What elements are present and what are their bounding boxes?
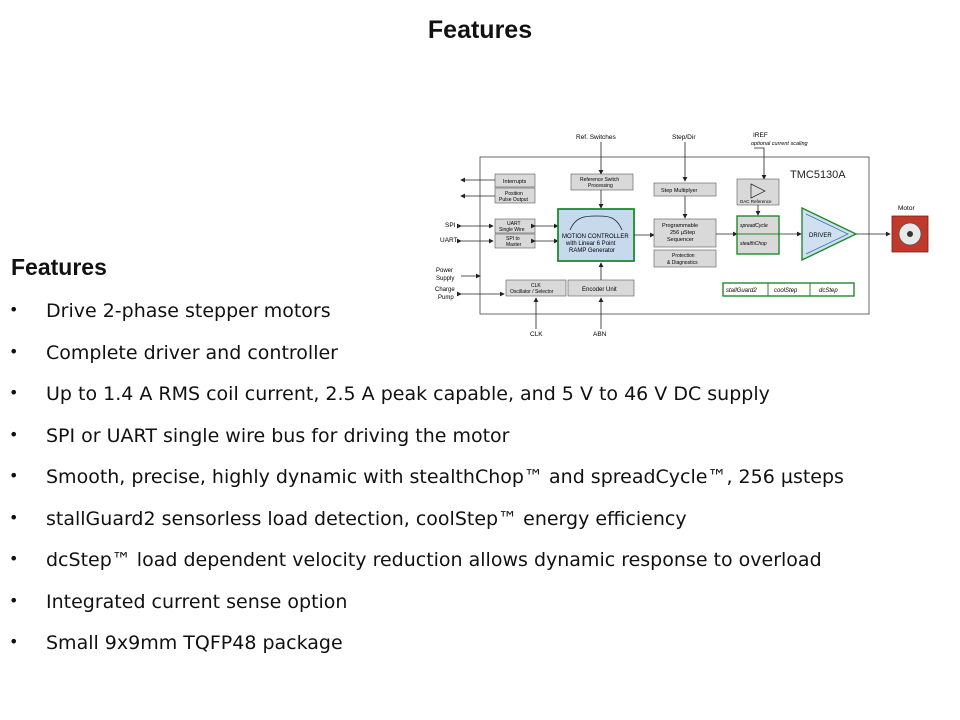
- svg-text:Reference Switch: Reference Switch: [580, 177, 619, 183]
- svg-text:256 µStep: 256 µStep: [670, 230, 695, 236]
- svg-text:UART: UART: [507, 221, 521, 227]
- svg-text:RAMP Generator: RAMP Generator: [569, 248, 615, 254]
- svg-text:Pulse Output: Pulse Output: [499, 197, 529, 203]
- svg-text:Interrupts: Interrupts: [503, 179, 526, 185]
- svg-text:stealthChop: stealthChop: [740, 241, 767, 247]
- svg-text:SPI to: SPI to: [506, 236, 520, 242]
- step-dir-label: Step/Dir: [672, 134, 696, 141]
- svg-text:Position: Position: [505, 191, 523, 197]
- svg-text:Programmable: Programmable: [662, 223, 698, 229]
- section-heading: Features: [11, 254, 107, 280]
- svg-text:Protection: Protection: [672, 253, 695, 259]
- motion-controller-block: [557, 208, 635, 262]
- bullet-icon: •: [9, 425, 19, 444]
- svg-text:& Diagnostics: & Diagnostics: [667, 260, 698, 266]
- svg-text:Oscillator / Selector: Oscillator / Selector: [510, 289, 554, 295]
- svg-text:Master: Master: [506, 242, 522, 248]
- bullet-icon: •: [9, 383, 19, 402]
- bullet-icon: •: [9, 466, 19, 485]
- clk-oscillator-block: [505, 279, 567, 297]
- reference-switch-block: [570, 173, 634, 191]
- svg-text:spreadCycle: spreadCycle: [740, 223, 768, 229]
- clk-label: CLK: [530, 331, 543, 338]
- bullet-icon: •: [9, 300, 19, 319]
- ref-switches-label: Ref. Switches: [576, 134, 616, 141]
- bullet-icon: •: [9, 508, 19, 527]
- svg-text:Pump: Pump: [438, 295, 454, 301]
- svg-text:Sequencer: Sequencer: [667, 237, 694, 243]
- bullet-icon: •: [9, 632, 19, 651]
- svg-text:Processing: Processing: [588, 183, 613, 189]
- chopper-block: [736, 215, 780, 255]
- bullet-icon: •: [9, 549, 19, 568]
- bullet-icon: •: [9, 591, 19, 610]
- sequencer-block: [653, 218, 717, 248]
- svg-text:Charge: Charge: [435, 287, 455, 293]
- protection-block: [653, 249, 717, 268]
- uart-label: UART: [440, 237, 458, 244]
- iref-note: optional current scaling: [751, 141, 809, 147]
- slide-title: Features: [427, 16, 533, 44]
- svg-text:DRIVER: DRIVER: [809, 233, 832, 239]
- svg-text:MOTION CONTROLLER: MOTION CONTROLLER: [562, 234, 629, 240]
- iref-label: IREF: [753, 132, 768, 139]
- spi-label: SPI: [445, 222, 456, 229]
- svg-text:Supply: Supply: [436, 276, 454, 282]
- svg-text:dcStep: dcStep: [819, 288, 838, 294]
- abn-label: ABN: [593, 331, 607, 338]
- block-diagram: TMC5130A Ref. Switches Step/Dir IREF opt…: [435, 132, 929, 338]
- svg-text:stallGuard2: stallGuard2: [726, 288, 757, 294]
- svg-text:coolStep: coolStep: [774, 288, 798, 294]
- svg-text:with Linear 6 Point: with Linear 6 Point: [565, 241, 616, 247]
- chip-name: TMC5130A: [790, 169, 846, 181]
- svg-text:CLK: CLK: [531, 283, 541, 289]
- feature-strip: [722, 282, 855, 297]
- svg-text:Step Multiplyer: Step Multiplyer: [661, 188, 698, 194]
- position-output-block: [494, 187, 536, 204]
- interrupts-block: [494, 173, 536, 188]
- svg-text:Power: Power: [436, 268, 453, 274]
- driver-block: [801, 206, 858, 262]
- motor-label: Motor: [898, 205, 915, 212]
- svg-text:Single Wire: Single Wire: [499, 227, 525, 233]
- svg-text:Encoder Unit: Encoder Unit: [582, 287, 617, 293]
- bullet-icon: •: [9, 342, 19, 361]
- dac-reference-block: [736, 178, 780, 206]
- svg-text:DAC Reference: DAC Reference: [740, 199, 772, 204]
